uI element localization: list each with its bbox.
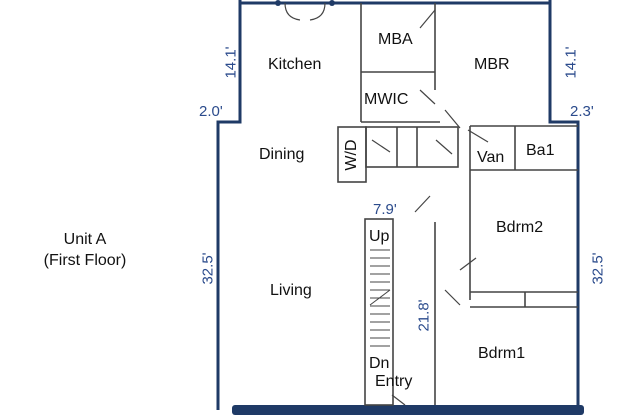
room-label-bdrm1: Bdrm1 xyxy=(478,345,526,362)
exterior-walls xyxy=(216,0,580,410)
room-label-living: Living xyxy=(270,282,312,299)
unit-name: Unit A xyxy=(63,231,107,248)
dimension-left-step: 2.0' xyxy=(199,103,223,120)
room-label-mwic: MWIC xyxy=(364,91,409,108)
room-label-van: Van xyxy=(477,149,505,166)
room-label-entry: Entry xyxy=(375,373,413,390)
stair-label-dn: Dn xyxy=(369,355,390,372)
dimension-right-lower: 32.5' xyxy=(589,252,607,285)
door-leaf-marks xyxy=(275,0,335,6)
stair-treads xyxy=(369,249,391,347)
stair-label-up: Up xyxy=(369,228,390,245)
room-label-kitchen: Kitchen xyxy=(268,56,322,73)
unit-floor: (First Floor) xyxy=(43,252,127,269)
dimension-left-upper: 14.1' xyxy=(222,46,240,79)
front-wall-bar xyxy=(232,405,584,415)
dimension-right-upper: 14.1' xyxy=(562,46,580,79)
interior-walls xyxy=(337,3,578,406)
unit-label: Unit A (First Floor) xyxy=(30,229,140,271)
dimension-right-step: 2.3' xyxy=(570,103,594,120)
room-label-mba: MBA xyxy=(378,31,413,48)
room-label-ba1: Ba1 xyxy=(526,142,555,159)
room-label-bdrm2: Bdrm2 xyxy=(496,219,544,236)
room-label-wd: W/D xyxy=(343,139,360,171)
dimension-left-lower: 32.5' xyxy=(199,252,217,285)
door-swings xyxy=(284,2,489,406)
dimension-stair-length: 21.8' xyxy=(415,299,433,332)
room-label-dining: Dining xyxy=(259,146,305,163)
room-label-mbr: MBR xyxy=(474,56,510,73)
dimension-stair-width: 7.9' xyxy=(373,201,397,218)
